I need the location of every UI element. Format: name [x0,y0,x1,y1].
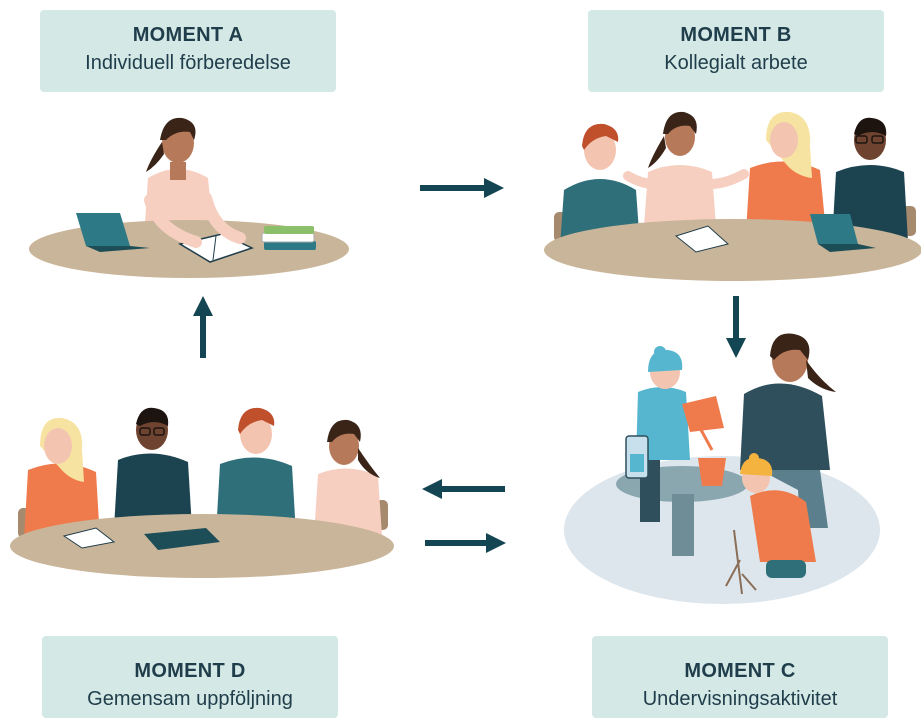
laptop-icon [144,528,220,550]
moment-b-subtitle: Kollegialt arbete [664,52,808,74]
moment-c-label: MOMENT C Undervisningsaktivitet [592,636,888,718]
watering-can-icon [682,396,724,432]
moment-a-title: MOMENT A [132,24,244,46]
books-icon [264,241,316,250]
scene-joint-follow-up [10,407,394,578]
moment-d-label: MOMENT D Gemensam uppföljning [42,636,338,718]
paper-icon [674,225,730,253]
scene-collegial-work [544,111,921,281]
scene-individual-preparation [29,117,349,278]
laptop-icon [810,214,858,244]
paper-icon [62,527,116,549]
table [544,219,921,281]
moment-b-title: MOMENT B [680,24,792,46]
laptop-icon [76,213,130,246]
moment-b-label: MOMENT B Kollegialt arbete [588,10,884,92]
arrow-down-icon [726,296,746,358]
moment-a-label: MOMENT A Individuell förberedelse [40,10,336,92]
arrow-right-icon [425,533,506,553]
bucket-icon [698,458,726,486]
arrow-left-icon [422,479,505,499]
moment-c-title: MOMENT C [684,660,796,682]
table [10,514,394,578]
scene-teaching-activity [564,333,880,604]
arrow-right-icon [420,178,504,198]
moment-c-subtitle: Undervisningsaktivitet [642,688,838,710]
moment-d-subtitle: Gemensam uppföljning [87,688,293,710]
moment-a-subtitle: Individuell förberedelse [85,52,291,74]
arrow-up-icon [193,296,213,358]
moment-d-title: MOMENT D [134,660,246,682]
